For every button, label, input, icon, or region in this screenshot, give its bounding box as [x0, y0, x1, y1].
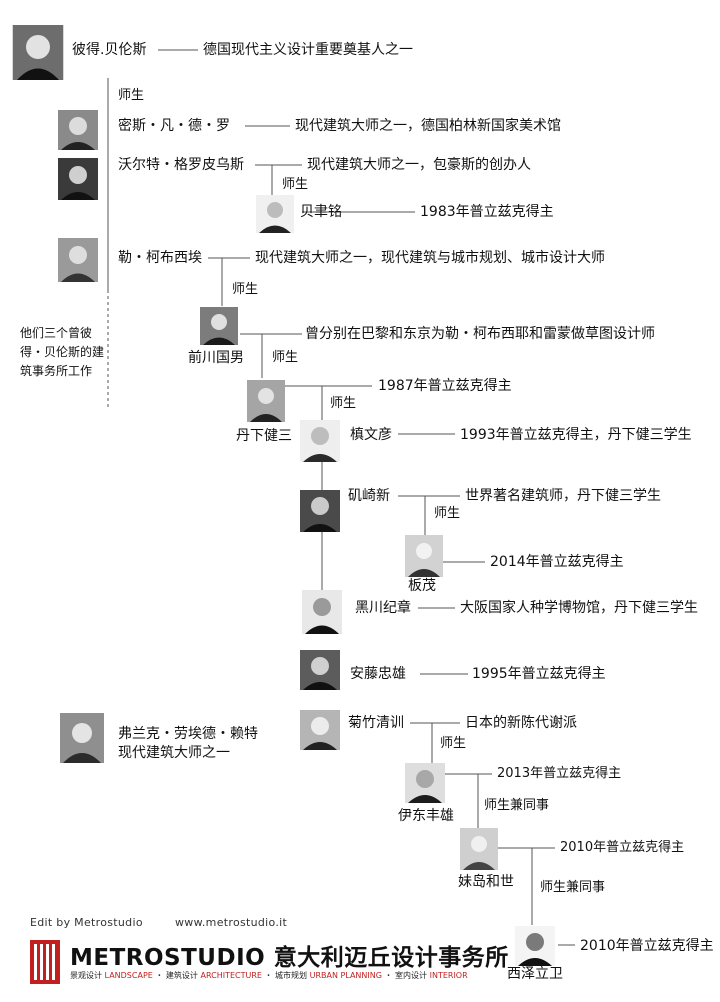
relation-label: 师生兼同事	[484, 798, 550, 813]
behrens-office-note: 他们三个曾彼得・贝伦斯的建筑事务所工作	[20, 326, 105, 378]
desc-wright: 现代建筑大师之一	[118, 745, 230, 761]
name-isozaki: 矶崎新	[348, 488, 390, 504]
person-icon	[58, 238, 98, 282]
metrostudio-logo-icon	[30, 940, 60, 984]
portrait-behrens	[12, 25, 64, 80]
desc-sejima: 2010年普立兹克得主	[560, 840, 685, 855]
relation-label: 师生	[330, 396, 357, 411]
person-icon	[256, 195, 294, 233]
name-ito: 伊东丰雄	[398, 808, 454, 824]
desc-tange: 1987年普立兹克得主	[378, 378, 512, 394]
name-maekawa: 前川国男	[188, 350, 244, 366]
services-line: 景观设计 LANDSCAPE ・ 建筑设计 ARCHITECTURE ・ 城市规…	[70, 971, 468, 980]
desc-corbusier: 现代建筑大师之一，现代建筑与城市规划、城市设计大师	[255, 250, 605, 266]
service-landscape-cn: 景观设计	[70, 971, 102, 980]
name-behrens: 彼得.贝伦斯	[72, 42, 147, 58]
name-mies: 密斯・凡・德・罗	[118, 118, 230, 134]
person-icon	[200, 307, 238, 345]
portrait-nishizawa	[515, 926, 555, 966]
edit-credit: Edit by Metrostudio	[30, 916, 143, 929]
name-pei: 贝聿铭	[300, 204, 342, 220]
desc-behrens: 德国现代主义设计重要奠基人之一	[203, 42, 413, 58]
service-arch-cn: 建筑设计	[165, 971, 198, 980]
person-icon	[302, 590, 342, 634]
desc-ito: 2013年普立兹克得主	[497, 766, 622, 781]
person-icon	[405, 763, 445, 803]
name-kikutake: 菊竹清训	[348, 715, 404, 731]
person-icon	[405, 535, 443, 577]
portrait-ando	[300, 650, 340, 690]
portrait-sejima	[460, 828, 498, 870]
person-icon	[247, 380, 285, 422]
person-icon	[13, 25, 63, 80]
relation-label: 师生	[440, 736, 467, 751]
portrait-tange	[247, 380, 285, 422]
desc-mies: 现代建筑大师之一，德国柏林新国家美术馆	[295, 118, 561, 134]
person-icon	[300, 650, 340, 690]
person-icon	[515, 926, 555, 966]
name-gropius: 沃尔特・格罗皮乌斯	[118, 157, 244, 173]
desc-kikutake: 日本的新陈代谢派	[465, 715, 577, 731]
relation-label: 师生	[232, 282, 259, 297]
service-landscape-en: LANDSCAPE	[104, 971, 153, 980]
desc-kurokawa: 大阪国家人种学博物馆，丹下健三学生	[460, 600, 698, 616]
desc-maki: 1993年普立兹克得主，丹下健三学生	[460, 427, 692, 443]
name-ando: 安藤忠雄	[350, 666, 406, 682]
desc-ando: 1995年普立兹克得主	[472, 666, 606, 682]
desc-gropius: 现代建筑大师之一，包豪斯的创办人	[307, 157, 531, 173]
desc-nishizawa: 2010年普立兹克得主	[580, 938, 714, 954]
person-icon	[300, 490, 340, 532]
website-link[interactable]: www.metrostudio.it	[175, 916, 288, 929]
portrait-corbusier	[58, 238, 98, 282]
name-corbusier: 勒・柯布西埃	[118, 250, 202, 266]
brand-name: METROSTUDIO 意大利迈丘设计事务所	[70, 945, 509, 971]
name-wright: 弗兰克・劳埃德・赖特	[118, 726, 258, 742]
service-urban-en: URBAN PLANNING	[309, 971, 382, 980]
relation-label: 师生	[272, 350, 299, 365]
name-kurokawa: 黑川纪章	[355, 600, 411, 616]
name-nishizawa: 西泽立卫	[507, 966, 563, 982]
portrait-ito	[405, 763, 445, 803]
portrait-mies	[58, 110, 98, 150]
portrait-maekawa	[200, 307, 238, 345]
name-ban: 板茂	[408, 578, 436, 594]
desc-ban: 2014年普立兹克得主	[490, 554, 624, 570]
person-icon	[460, 828, 498, 870]
person-icon	[300, 420, 340, 462]
person-icon	[60, 713, 104, 763]
portrait-maki	[300, 420, 340, 462]
portrait-ban	[405, 535, 443, 577]
service-urban-cn: 城市规划	[275, 971, 308, 980]
relation-label: 师生	[282, 177, 309, 192]
relation-label: 师生	[434, 506, 461, 521]
name-sejima: 妹岛和世	[458, 874, 514, 890]
portrait-wright	[60, 713, 104, 763]
relation-label: 师生	[118, 88, 145, 103]
desc-maekawa: 曾分别在巴黎和东京为勒・柯布西耶和雷蒙做草图设计师	[305, 326, 655, 342]
name-maki: 槙文彦	[350, 427, 392, 443]
service-interior-cn: 室内设计	[395, 971, 428, 980]
name-tange: 丹下健三	[236, 428, 292, 444]
portrait-isozaki	[300, 490, 340, 532]
portrait-pei	[256, 195, 294, 233]
relation-label: 师生兼同事	[540, 880, 606, 895]
service-arch-en: ARCHITECTURE	[200, 971, 262, 980]
service-interior-en: INTERIOR	[429, 971, 468, 980]
desc-isozaki: 世界著名建筑师，丹下健三学生	[465, 488, 661, 504]
person-icon	[58, 158, 98, 200]
person-icon	[58, 110, 98, 150]
person-icon	[300, 710, 340, 750]
portrait-kikutake	[300, 710, 340, 750]
desc-pei: 1983年普立兹克得主	[420, 204, 554, 220]
portrait-gropius	[58, 158, 98, 200]
portrait-kurokawa	[302, 590, 342, 634]
